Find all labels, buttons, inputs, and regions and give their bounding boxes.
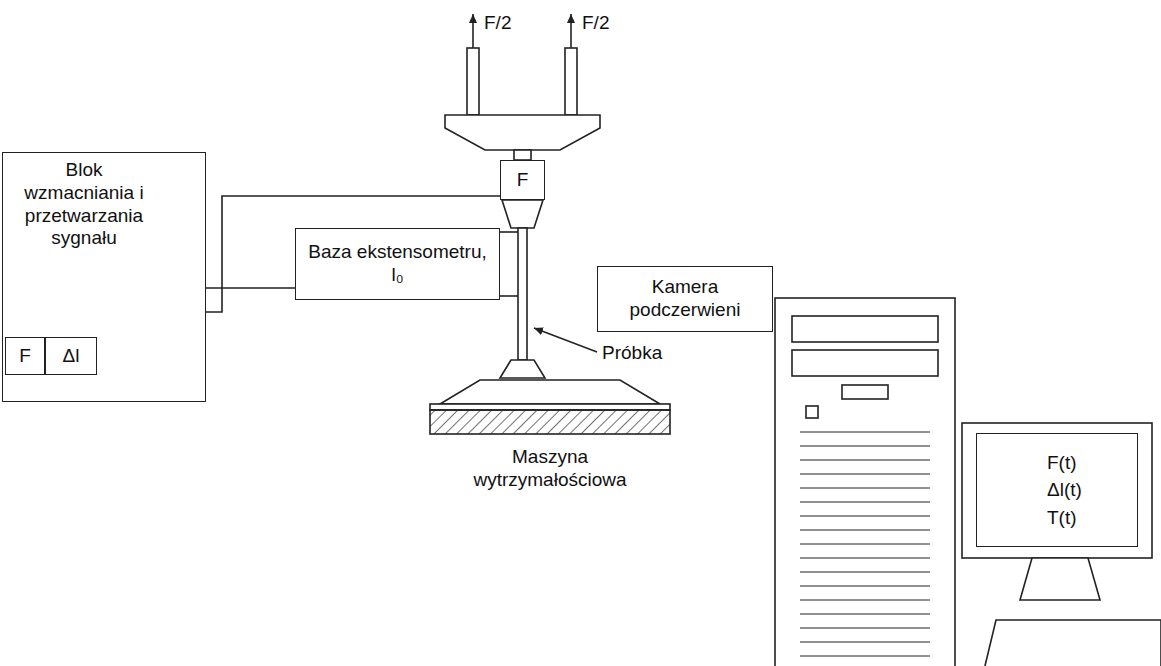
node-text: F(t) Δl(t) T(t)	[1047, 449, 1082, 532]
force-label: F/2	[582, 12, 609, 35]
vent-line	[800, 446, 930, 447]
keyboard	[984, 620, 1161, 666]
channel-box: Δl	[45, 337, 97, 375]
drive-bay	[792, 350, 938, 376]
button	[806, 406, 818, 418]
monitor-screen: F(t) Δl(t) T(t)	[976, 433, 1138, 547]
lower-grip	[500, 360, 545, 378]
neck	[514, 150, 531, 160]
computer-tower	[775, 298, 955, 666]
force-label: F/2	[484, 12, 511, 35]
node-text: Δl	[63, 345, 80, 368]
vent-line	[800, 516, 930, 517]
extensometer-box: Baza ekstensometru, l₀	[295, 228, 500, 300]
vent-line	[800, 432, 930, 433]
grip-prong	[565, 48, 577, 115]
camera-box: Kamera podczerwieni	[597, 266, 773, 332]
specimen	[518, 228, 527, 360]
extensometer-arm	[500, 295, 518, 297]
node-text: Maszyna wytrzymałościowa	[473, 446, 626, 492]
vent-line	[800, 586, 930, 587]
vent-line	[800, 530, 930, 531]
node-text: Baza ekstensometru, l₀	[303, 241, 493, 287]
drive-slot	[842, 385, 888, 399]
vent-line	[800, 502, 930, 503]
vent-line	[800, 642, 930, 643]
vent-slots	[800, 432, 930, 656]
vent-line	[800, 558, 930, 559]
crossbar	[445, 115, 600, 150]
vent-line	[800, 474, 930, 475]
force-arrow	[570, 14, 572, 48]
vent-line	[800, 460, 930, 461]
leader-line	[534, 328, 597, 352]
vent-line	[800, 488, 930, 489]
part-label: Próbka	[602, 342, 662, 365]
grip-prong	[467, 48, 479, 115]
vent-line	[800, 656, 930, 657]
upper-grip	[502, 200, 543, 228]
node-text: F	[19, 345, 31, 368]
vent-line	[800, 572, 930, 573]
node-text: F	[517, 169, 529, 192]
vent-line	[800, 614, 930, 615]
computer	[775, 298, 1161, 666]
node-text: Kamera podczerwieni	[605, 276, 765, 322]
force-arrow	[472, 14, 474, 48]
monitor-stand	[1020, 558, 1100, 600]
monitor-frame	[962, 423, 1152, 558]
vent-line	[800, 600, 930, 601]
testing-machine: Maszyna wytrzymałościowa	[410, 378, 690, 496]
node-text: Blok wzmacniania i przetwarzania sygnału	[9, 159, 159, 250]
drive-bay	[792, 316, 938, 342]
machine-base	[410, 378, 690, 440]
vent-line	[800, 628, 930, 629]
channel-box: F	[5, 337, 45, 375]
extensometer-arm	[500, 231, 518, 233]
signal-unit-box: Blok wzmacniania i przetwarzania sygnału…	[2, 152, 206, 402]
load-cell-box: F	[500, 160, 545, 200]
vent-line	[800, 544, 930, 545]
